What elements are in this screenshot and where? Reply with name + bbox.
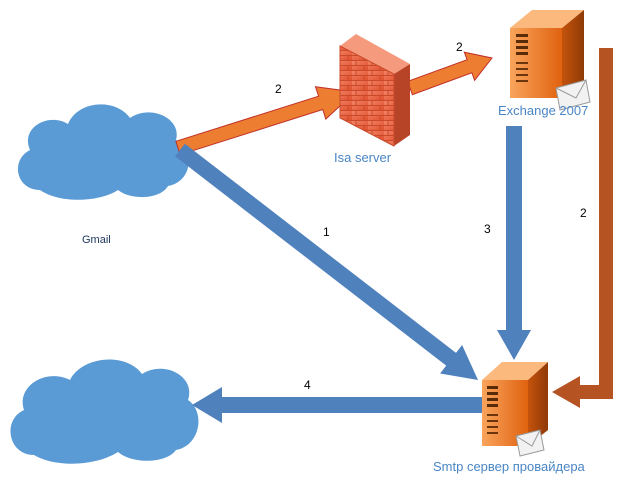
arrow-gmail-to-smtp-1 [175,143,478,380]
smtp-label: Smtp сервер провайдера [433,459,585,474]
arrow-isa-to-exchange-2 [406,51,493,96]
gmail-label: Gmail [82,234,111,246]
gmail-cloud [17,104,189,200]
arrow-number-exchange-smtp-rust: 2 [580,206,587,220]
arrow-number-exchange-smtp-blue: 3 [484,222,491,236]
firewall-icon [339,34,410,147]
arrow-number-smtp-internet: 4 [304,378,311,392]
arrow-smtp-to-internet-4 [192,387,482,423]
arrows-layer [175,48,613,423]
isa-server-label: Isa server [334,150,392,165]
exchange-label: Exchange 2007 [498,103,589,118]
arrow-exchange-to-smtp-2 [552,48,613,408]
smtp-server-icon [482,362,548,446]
arrow-number-gmail-smtp: 1 [323,225,330,239]
arrow-number-gmail-isa: 2 [275,82,282,96]
arrow-number-isa-exchange: 2 [456,40,463,54]
arrow-gmail-to-isa-2 [175,86,357,156]
arrow-exchange-to-smtp-3 [497,126,531,360]
exchange-server-icon [510,10,584,98]
internet-cloud [10,359,199,464]
exchange-envelope-icon [555,79,591,111]
smtp-envelope-icon [515,429,545,457]
